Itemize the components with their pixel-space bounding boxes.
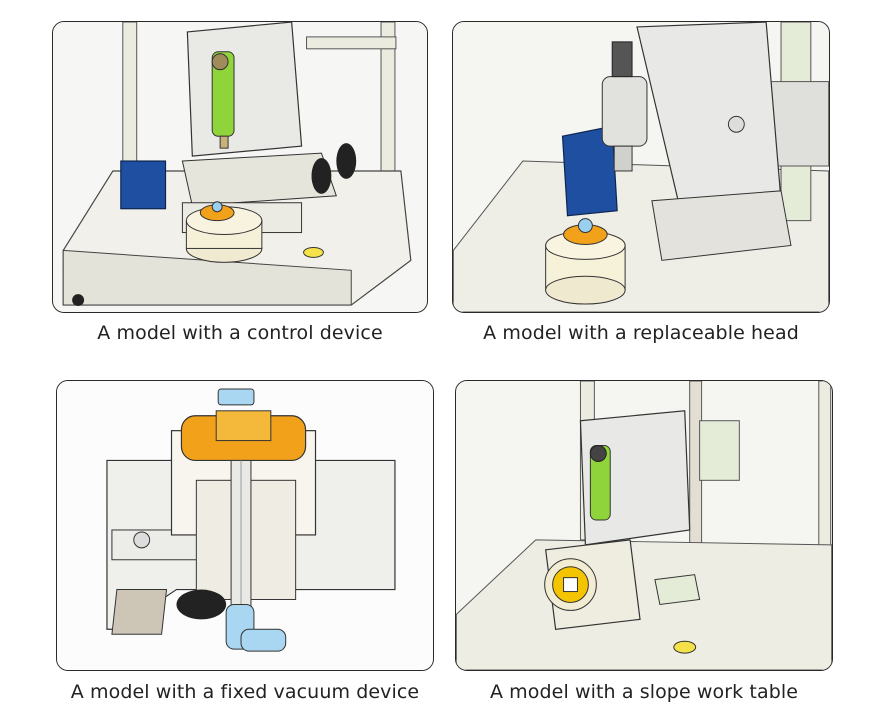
caption-fixed-vacuum: A model with a fixed vacuum device	[70, 681, 420, 703]
model-fixed-vacuum-image	[56, 380, 434, 671]
control-device-drawing	[53, 22, 427, 312]
model-replaceable-head-image	[452, 21, 830, 313]
model-slope-table-image	[455, 380, 833, 671]
caption-control-device: A model with a control device	[97, 322, 383, 344]
replaceable-head-drawing	[453, 22, 829, 312]
caption-replaceable-head: A model with a replaceable head	[483, 322, 799, 344]
caption-slope-table: A model with a slope work table	[489, 681, 799, 703]
fixed-vacuum-device-drawing	[57, 381, 433, 670]
model-control-device-image	[52, 21, 428, 313]
slope-work-table-drawing	[456, 381, 832, 670]
